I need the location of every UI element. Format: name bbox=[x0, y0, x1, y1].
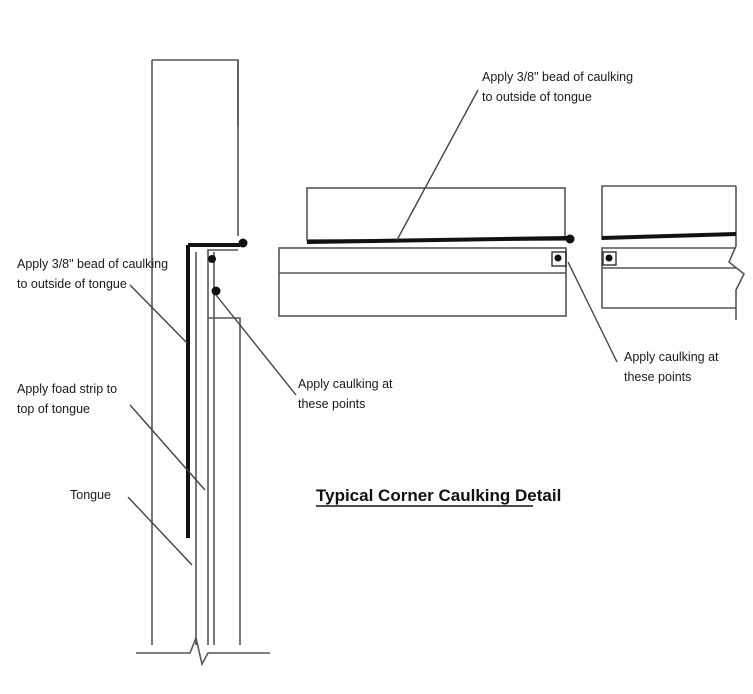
caulk-point-inner-1 bbox=[208, 255, 216, 263]
right-tongue-notch bbox=[602, 251, 617, 266]
note-foam-strip-line-2: top of tongue bbox=[17, 402, 90, 416]
wall-break-line bbox=[136, 635, 270, 667]
note-caulk-points-right: Apply caulking at these points bbox=[624, 350, 722, 384]
note-bead-top-line-2: to outside of tongue bbox=[482, 90, 592, 104]
note-tongue: Tongue bbox=[70, 488, 111, 502]
vertical-wall-section bbox=[136, 59, 270, 667]
caulk-bead-right bbox=[601, 232, 737, 240]
note-caulk-points-right-line-2: these points bbox=[624, 370, 691, 384]
note-caulk-points-right-line-1: Apply caulking at bbox=[624, 350, 719, 364]
leader-caulk-points-left bbox=[215, 294, 297, 396]
right-wall-section bbox=[601, 185, 746, 320]
note-foam-strip-line-1: Apply foad strip to bbox=[17, 382, 117, 396]
note-caulk-points-left-line-1: Apply caulking at bbox=[298, 377, 393, 391]
leader-bead-top bbox=[396, 89, 479, 241]
tongue-notch bbox=[551, 251, 567, 267]
right-upper-panel bbox=[601, 185, 736, 240]
note-caulk-points-left-line-2: these points bbox=[298, 397, 365, 411]
note-bead-left: Apply 3/8" bead of caulking to outside o… bbox=[17, 257, 172, 291]
caulk-point-inner-2 bbox=[211, 286, 221, 296]
note-bead-left-line-2: to outside of tongue bbox=[17, 277, 127, 291]
caulk-point-notch bbox=[554, 254, 562, 262]
horizontal-wall-section bbox=[278, 187, 575, 317]
lower-panel bbox=[278, 247, 567, 317]
note-bead-left-line-1: Apply 3/8" bead of caulking bbox=[17, 257, 168, 271]
caulk-point-top bbox=[238, 238, 248, 248]
caulk-point-end bbox=[565, 234, 575, 244]
leader-tongue bbox=[127, 496, 193, 566]
note-foam-strip: Apply foad strip to top of tongue bbox=[17, 382, 121, 416]
caulk-point-right-notch bbox=[605, 254, 613, 262]
vertical-tongue-panel bbox=[208, 252, 241, 645]
leader-bead-left bbox=[129, 284, 188, 344]
note-tongue-line-1: Tongue bbox=[70, 488, 111, 502]
leader-foam-strip bbox=[129, 404, 206, 491]
diagram-title: Typical Corner Caulking Detail bbox=[316, 486, 561, 505]
upper-panel bbox=[306, 187, 566, 241]
caulk-bead-horizontal bbox=[306, 236, 569, 244]
note-bead-top: Apply 3/8" bead of caulking to outside o… bbox=[482, 70, 637, 104]
right-break-line bbox=[728, 186, 746, 320]
leader-lines bbox=[127, 89, 618, 566]
note-caulk-points-left: Apply caulking at these points bbox=[298, 377, 396, 411]
note-bead-top-line-1: Apply 3/8" bead of caulking bbox=[482, 70, 633, 84]
vertical-wall-outer-panel bbox=[151, 59, 239, 645]
right-lower-panel bbox=[601, 247, 736, 309]
leader-caulk-points-right bbox=[567, 261, 618, 363]
